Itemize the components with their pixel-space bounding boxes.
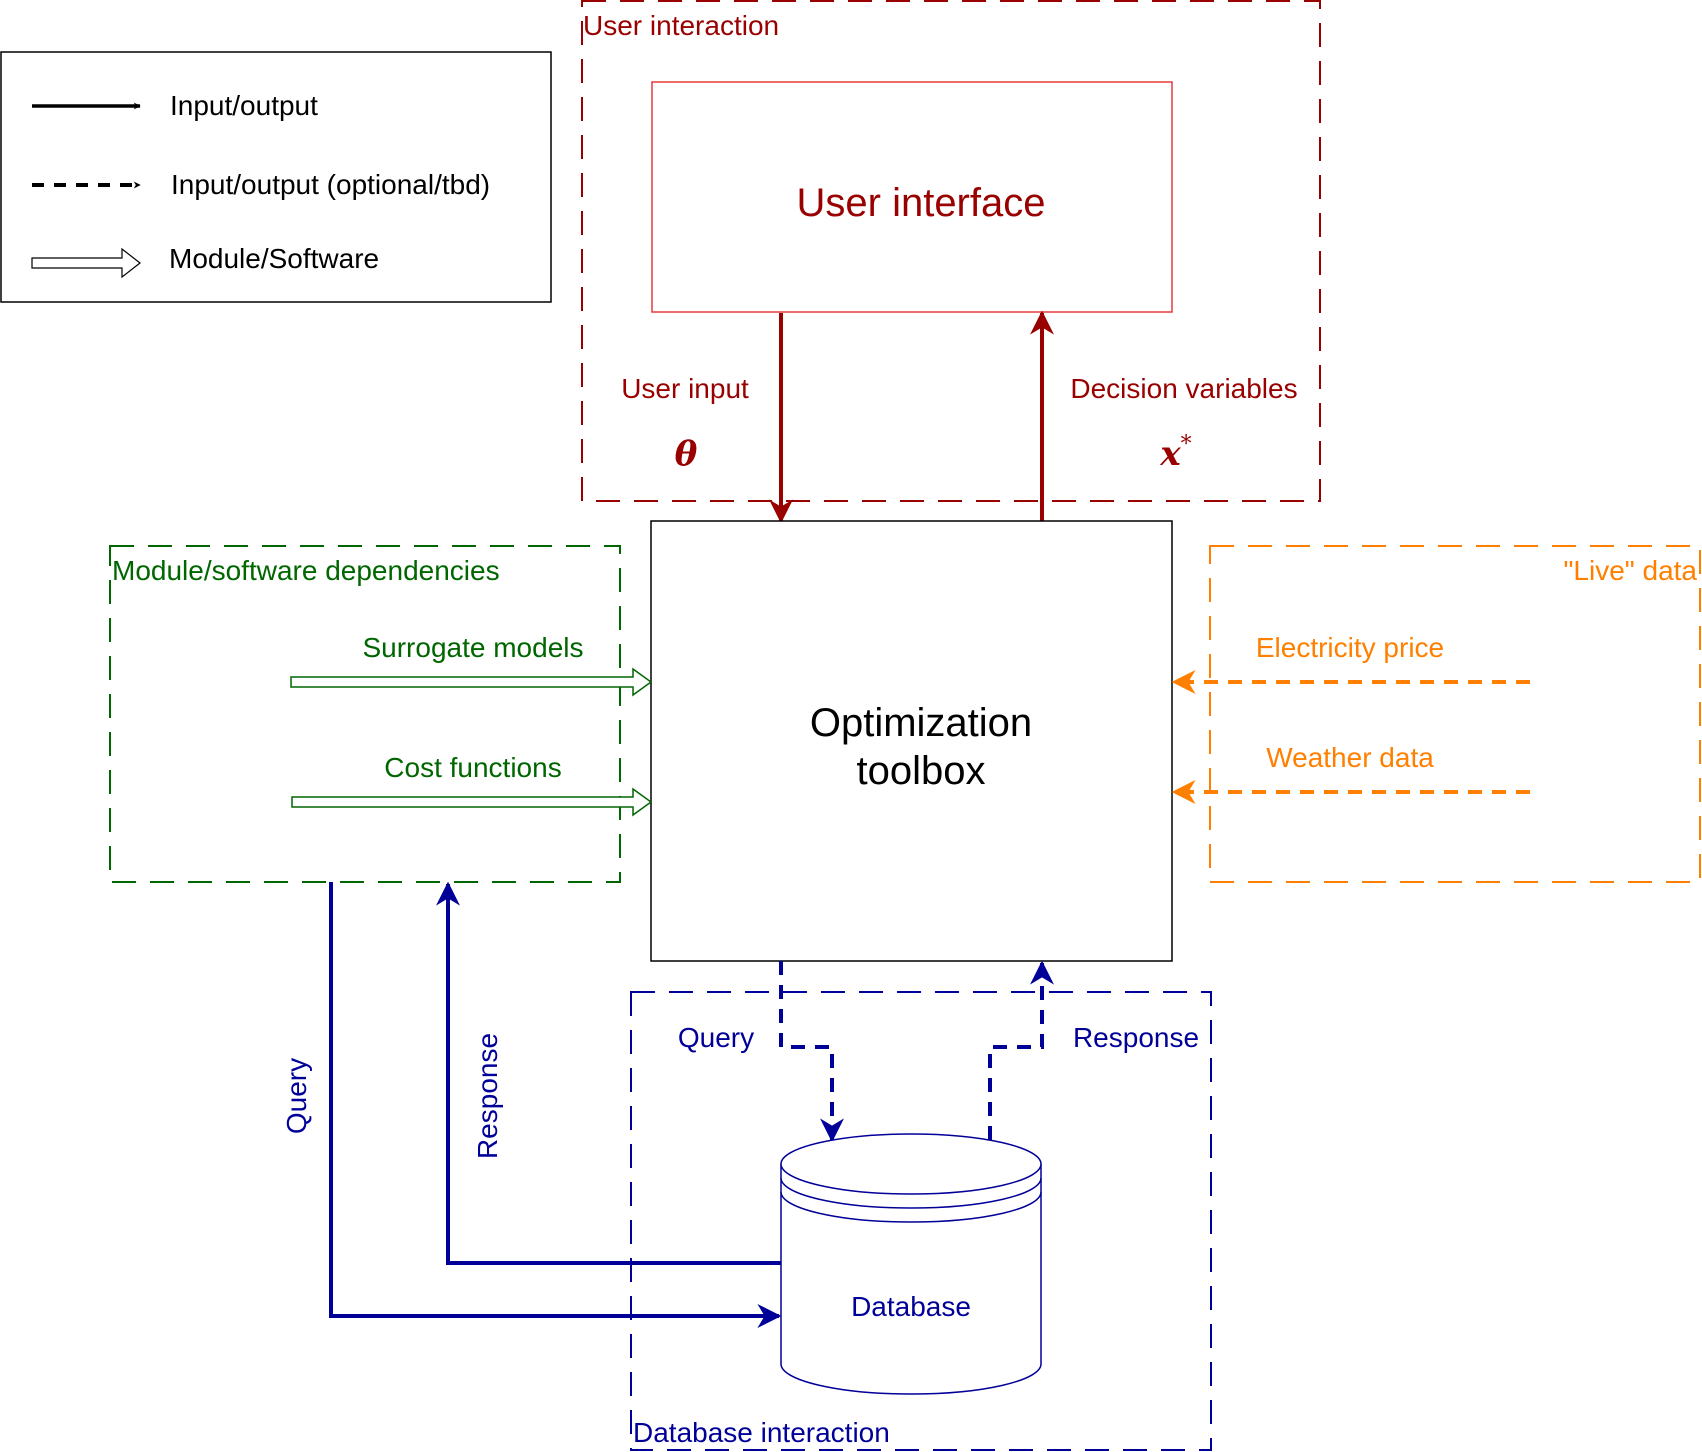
database-interaction-boundary: [630, 991, 1212, 1451]
optimization-toolbox-box: [650, 520, 1173, 962]
database-interaction-label: Database interaction: [633, 1417, 890, 1448]
dependencies-boundary: [109, 545, 621, 883]
surrogate-models-arrow: [290, 667, 653, 697]
database-node: Database: [780, 1133, 1042, 1395]
user-interface-box: [651, 81, 1173, 313]
toolbox-db-query-label: Query: [678, 1022, 754, 1053]
legend-label-module-software: Module/Software: [169, 243, 379, 274]
x-symbol-superscript: *: [1181, 432, 1192, 457]
dependencies-database-links: Query Response: [281, 881, 782, 1328]
legend-label-input-output: Input/output: [170, 90, 318, 121]
database-interaction-group: Database interaction Query Response: [630, 960, 1212, 1451]
deps-db-query-label: Query: [281, 1058, 312, 1134]
deps-db-response-label: Response: [472, 1033, 503, 1159]
theta-symbol: θ: [675, 434, 698, 474]
legend-label-optional: Input/output (optional/tbd): [171, 169, 490, 200]
user-interaction-boundary: [581, 0, 1321, 502]
decision-variables-label: Decision variables: [1070, 373, 1297, 404]
deps-db-query-arrow: [329, 882, 782, 1328]
dependencies-label: Module/software dependencies: [112, 555, 500, 586]
x-symbol-text: x: [1159, 434, 1181, 474]
legend: Input/output Input/output (optional/tbd)…: [0, 51, 552, 303]
deps-db-response-arrow: [436, 881, 781, 1265]
cost-functions-arrow: [291, 787, 653, 817]
toolbox-db-response-arrow: [988, 960, 1054, 1140]
surrogate-models-label: Surrogate models: [362, 632, 583, 663]
x-star-symbol: x*: [1159, 432, 1191, 474]
optimization-toolbox: Optimization toolbox: [650, 520, 1173, 962]
dependencies-group: Module/software dependencies Surrogate m…: [109, 545, 653, 883]
database-label: Database: [851, 1291, 971, 1322]
live-data-boundary: [1209, 545, 1701, 883]
live-data-label: "Live" data: [1563, 555, 1697, 586]
toolbox-db-response-label: Response: [1073, 1022, 1199, 1053]
database-cylinder-ring-2: [780, 1191, 1042, 1223]
live-data-group: "Live" data Electricity price Weather da…: [1171, 545, 1701, 883]
electricity-price-label: Electricity price: [1256, 632, 1444, 663]
database-cylinder-top: [780, 1133, 1042, 1195]
user-interaction-group: User interaction User interface User inp…: [581, 0, 1321, 524]
user-interface-label: User interface: [797, 181, 1046, 225]
cost-functions-label: Cost functions: [384, 752, 561, 783]
database-cylinder-body: [780, 1164, 1042, 1395]
theta-symbol-text: θ: [675, 434, 698, 474]
toolbox-db-query-arrow: [779, 961, 844, 1143]
optimization-toolbox-label-line2: toolbox: [857, 749, 986, 793]
user-input-label: User input: [621, 373, 749, 404]
user-interaction-label: User interaction: [583, 10, 779, 41]
legend-hollow-arrow-icon: [31, 247, 141, 279]
weather-data-label: Weather data: [1266, 742, 1434, 773]
database-cylinder-ring-1: [780, 1177, 1042, 1209]
optimization-toolbox-label-line1: Optimization: [810, 701, 1032, 745]
